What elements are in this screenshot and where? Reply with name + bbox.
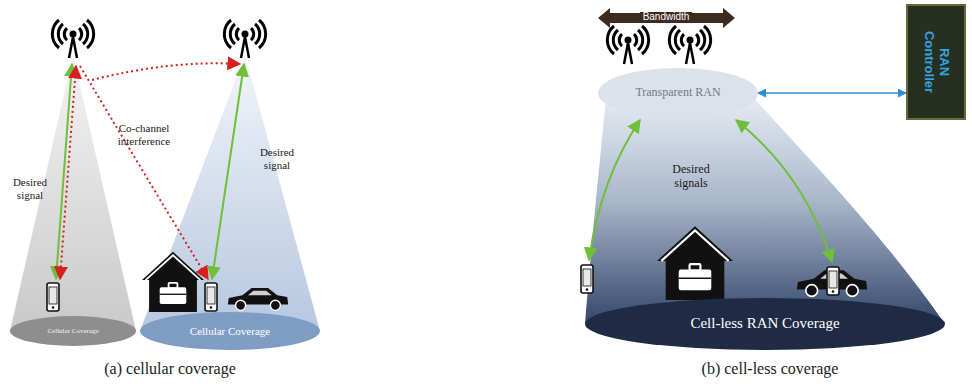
desired-signal-arrow: [56, 64, 72, 279]
antenna-icon: [224, 20, 265, 58]
phone-icon: [205, 283, 217, 311]
coverage-cone: [140, 55, 320, 331]
subfigure-caption: (b) cell-less coverage: [650, 360, 890, 378]
bandwidth-arrow: [598, 8, 735, 28]
ran-ellipse: Transparent RAN: [598, 68, 758, 118]
coverage-cone: [585, 98, 945, 324]
desired-signal-arrow: [212, 64, 244, 279]
antenna-icon: [669, 26, 710, 64]
desired-signal-arrow: [736, 120, 832, 262]
subfigure-caption: (a) cellular coverage: [50, 360, 290, 378]
node-text: Cell-less RAN Coverage: [690, 315, 839, 332]
node-text: Cellular Coverage: [190, 325, 270, 338]
interference-arrow: [80, 66, 208, 279]
interference-label: Co-channel interference: [104, 122, 184, 147]
node-text: Transparent RAN: [635, 86, 720, 100]
node-text: Cellular Coverage: [47, 327, 98, 335]
car-icon: [228, 288, 288, 310]
coverage-ellipse: Cellular Coverage: [10, 316, 136, 346]
antenna-icon: [52, 20, 93, 58]
house-icon: [142, 252, 204, 312]
phone-icon: [581, 265, 593, 293]
desired-signal-arrow: [589, 120, 640, 260]
signal-label: Desired signal: [252, 146, 302, 171]
phone-icon: [827, 267, 839, 295]
bandwidth-label: Bandwidth: [640, 12, 693, 22]
connector-arrow: [758, 92, 906, 94]
controller-box: RAN Controller: [906, 4, 966, 120]
interference-arrow: [92, 63, 240, 80]
antenna-icon: [607, 26, 648, 64]
node-text: RAN Controller: [921, 22, 951, 102]
interference-arrow: [60, 66, 76, 279]
signal-label: Desired signals: [656, 163, 726, 191]
coverage-ellipse: Cellular Coverage: [140, 312, 320, 350]
phone-icon: [47, 283, 59, 311]
house-icon: [657, 226, 733, 300]
signal-label: Desired signal: [6, 176, 54, 201]
coverage-ellipse: Cell-less RAN Coverage: [585, 298, 945, 350]
